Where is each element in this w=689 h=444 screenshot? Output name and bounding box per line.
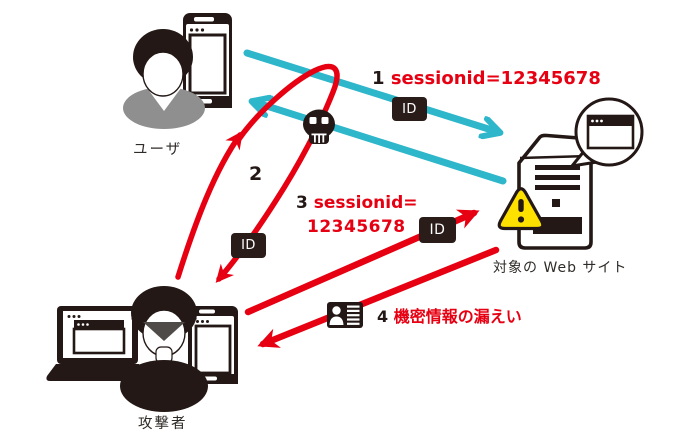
arrow-1-request bbox=[243, 49, 498, 132]
arrow-1-response bbox=[254, 102, 507, 185]
browser-window-icon bbox=[586, 114, 635, 150]
speech-bubble-icon bbox=[570, 97, 644, 168]
skull-icon bbox=[303, 109, 335, 144]
step1-label: 1 sessionid=12345678 bbox=[372, 68, 601, 90]
step1-number: 1 bbox=[372, 68, 385, 89]
arrow-4-leak bbox=[257, 246, 500, 348]
user-phone-icon bbox=[183, 13, 232, 108]
step1-text: sessionid=12345678 bbox=[390, 68, 601, 89]
step4-text: 機密情報の漏えい bbox=[393, 307, 522, 326]
attacker-icon bbox=[120, 286, 208, 412]
id-badge-request: ID bbox=[392, 97, 427, 121]
step3-number: 3 bbox=[296, 193, 308, 213]
id-badge-stolen: ID bbox=[231, 233, 266, 258]
website-label: 対象の Web サイト bbox=[493, 260, 628, 276]
user-icon bbox=[123, 29, 205, 129]
id-badge-replay: ID bbox=[419, 217, 456, 243]
attacker-label: 攻撃者 bbox=[138, 416, 188, 432]
step3-text-line1: sessionid= bbox=[313, 193, 418, 213]
web-server-icon bbox=[517, 133, 593, 250]
step3-label-line1: 3 sessionid= bbox=[296, 193, 418, 214]
user-label: ユーザ bbox=[133, 142, 183, 158]
step4-label: 4 機密情報の漏えい bbox=[377, 307, 522, 326]
attacker-phone-icon bbox=[188, 306, 238, 384]
warning-triangle-icon bbox=[497, 187, 545, 231]
step2-number: 2 bbox=[249, 163, 263, 185]
arrow-2-steal-loop bbox=[175, 63, 340, 283]
step4-number: 4 bbox=[377, 307, 389, 326]
step3-text-line2: 12345678 bbox=[307, 217, 406, 237]
id-card-icon bbox=[327, 302, 363, 328]
attacker-laptop-icon bbox=[46, 306, 144, 381]
